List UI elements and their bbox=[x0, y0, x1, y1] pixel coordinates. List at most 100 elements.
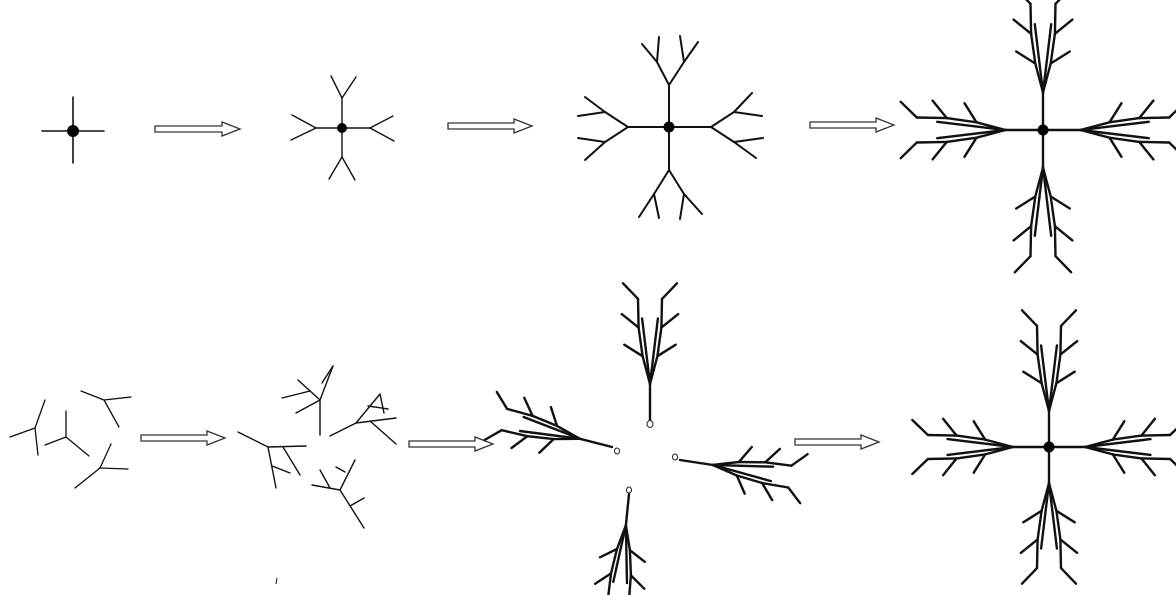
branch-segment bbox=[1015, 50, 1037, 65]
branch-segment bbox=[578, 437, 614, 449]
branch-segment bbox=[636, 297, 640, 329]
branch-segment bbox=[1047, 481, 1059, 550]
branch-segment bbox=[984, 438, 1015, 449]
branch-segment bbox=[1167, 141, 1176, 151]
branch-segment bbox=[931, 140, 948, 161]
branch-segment bbox=[1049, 50, 1072, 65]
branch-segment bbox=[946, 437, 1015, 449]
branch-segment bbox=[1053, 18, 1074, 35]
branch-segment bbox=[640, 317, 652, 386]
stage-dense-radial-tree bbox=[899, 0, 1176, 274]
branch-segment bbox=[620, 312, 640, 329]
branch-segment bbox=[594, 572, 613, 585]
branch-segment bbox=[1079, 128, 1151, 140]
branch-segment bbox=[1012, 18, 1033, 35]
branch-segment bbox=[946, 445, 1015, 457]
branch-segment bbox=[555, 424, 582, 440]
branch-segment bbox=[963, 136, 978, 159]
branch-segment bbox=[711, 463, 773, 483]
stray-mark bbox=[275, 577, 278, 585]
branch-segment bbox=[1025, 0, 1032, 5]
branch-segment bbox=[911, 457, 930, 476]
stage-second-branching bbox=[577, 35, 764, 220]
branch-segment bbox=[678, 458, 714, 467]
branch-segment bbox=[526, 435, 555, 441]
branch-segment bbox=[1108, 101, 1123, 124]
arrow-right bbox=[447, 118, 534, 134]
branch-segment bbox=[1049, 32, 1057, 65]
branch-segment bbox=[760, 481, 774, 502]
branch-segment bbox=[1083, 445, 1115, 456]
branch-segment bbox=[1047, 344, 1059, 413]
branch-segment bbox=[1029, 2, 1033, 35]
stage-first-branching bbox=[290, 75, 395, 181]
branch-segment bbox=[1029, 32, 1037, 65]
branch-segment bbox=[1140, 457, 1157, 477]
branch-segment bbox=[1020, 566, 1039, 585]
branch-segment bbox=[1047, 382, 1058, 413]
branch-segment bbox=[787, 486, 802, 505]
branch-segment bbox=[549, 405, 559, 428]
branch-segment bbox=[1033, 23, 1045, 94]
branch-segment bbox=[1055, 509, 1076, 524]
branch-segment bbox=[735, 474, 764, 485]
branch-segment bbox=[1041, 23, 1053, 94]
branch-segment bbox=[660, 312, 680, 329]
branch-segment bbox=[941, 457, 958, 477]
branch-segment bbox=[1140, 433, 1172, 437]
center-node bbox=[337, 123, 347, 133]
stage-scattered-fragments bbox=[9, 390, 132, 489]
branch-segment bbox=[1036, 353, 1043, 385]
branch-segment bbox=[1111, 453, 1126, 474]
branch-segment bbox=[1055, 509, 1062, 541]
branch-segment bbox=[660, 297, 664, 329]
branch-segment bbox=[1059, 538, 1063, 570]
branch-segment bbox=[1049, 195, 1072, 210]
branch-segment bbox=[1059, 566, 1078, 585]
branch-segment bbox=[1137, 140, 1155, 161]
arrow-right bbox=[408, 436, 495, 452]
branch-segment bbox=[1167, 109, 1176, 119]
branch-segment bbox=[660, 282, 679, 301]
branch-segment bbox=[607, 572, 613, 595]
branch-segment bbox=[1111, 453, 1143, 460]
stage-grown-fragments bbox=[237, 365, 397, 529]
branch-segment bbox=[911, 418, 930, 437]
branch-segment bbox=[1053, 2, 1057, 35]
branch-segment bbox=[1041, 62, 1052, 94]
branch-segment bbox=[510, 435, 529, 450]
branch-segment bbox=[936, 128, 1007, 140]
branch-segment bbox=[615, 524, 628, 551]
branch-segment bbox=[1040, 481, 1051, 512]
branch-segment bbox=[1059, 538, 1079, 555]
branch-segment bbox=[495, 390, 509, 411]
branch-segment bbox=[1035, 538, 1039, 570]
branch-segment bbox=[1053, 224, 1074, 242]
branch-segment bbox=[1054, 255, 1073, 274]
branch-segment bbox=[972, 420, 987, 441]
branch-segment bbox=[637, 326, 644, 358]
branch-segment bbox=[972, 453, 987, 474]
center-node bbox=[1037, 124, 1049, 136]
branch-segment bbox=[518, 429, 582, 440]
branch-segment bbox=[926, 457, 958, 461]
branch-segment bbox=[975, 121, 1007, 132]
branch-segment bbox=[500, 429, 529, 438]
branch-segment bbox=[1012, 224, 1033, 242]
branch-segment bbox=[483, 429, 503, 442]
branch-segment bbox=[1041, 166, 1053, 238]
seed-top bbox=[646, 420, 654, 428]
branch-segment bbox=[931, 99, 948, 120]
branch-segment bbox=[628, 549, 633, 577]
branch-segment bbox=[1033, 166, 1045, 238]
branch-segment bbox=[1140, 457, 1172, 461]
branch-segment bbox=[735, 474, 746, 495]
branch-segment bbox=[1137, 116, 1171, 120]
branch-segment bbox=[936, 120, 1007, 132]
branch-segment bbox=[624, 524, 629, 585]
arrow-right bbox=[794, 434, 881, 450]
branch-segment bbox=[1111, 420, 1126, 441]
branch-segment bbox=[1055, 353, 1062, 385]
branch-segment bbox=[629, 574, 646, 590]
